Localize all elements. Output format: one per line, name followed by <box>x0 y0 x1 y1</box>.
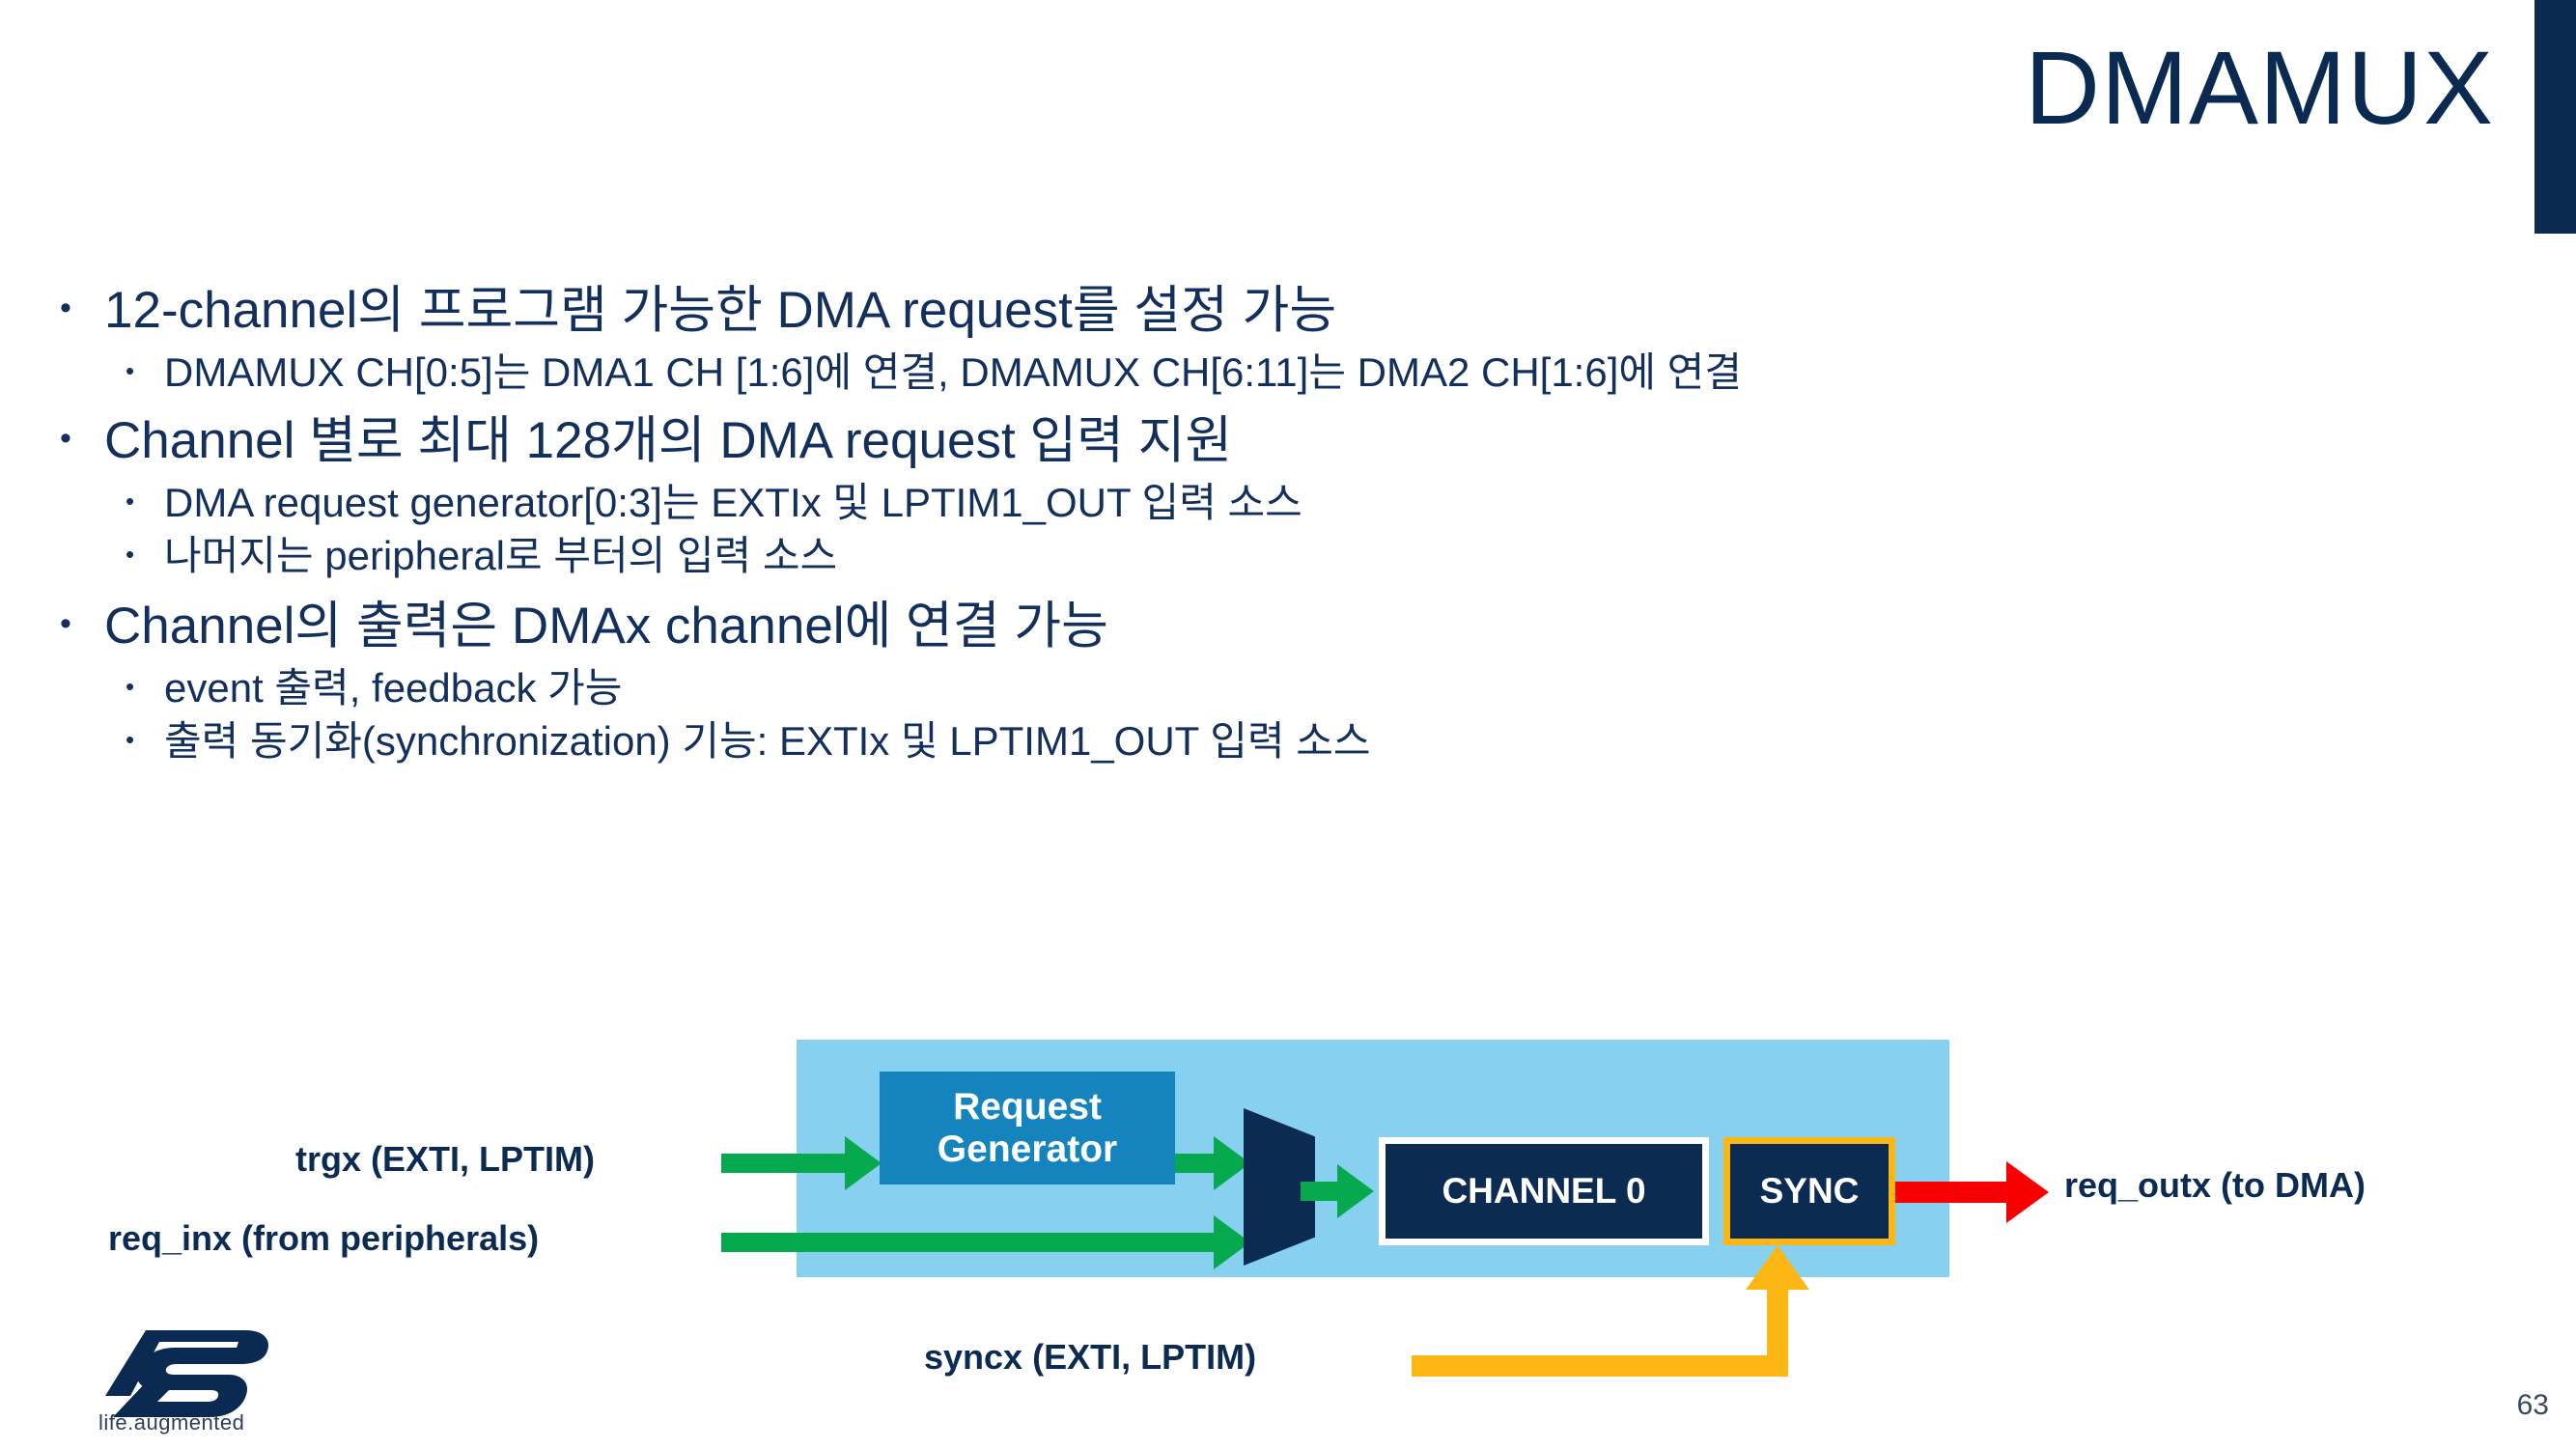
bullet-marker: • <box>126 486 135 516</box>
sync-block: SYNC <box>1723 1137 1895 1245</box>
bullet-marker: • <box>126 671 135 701</box>
bullet-text: DMAMUX CH[0:5]는 DMA1 CH [1:6]에 연결, DMAMU… <box>164 348 1742 395</box>
syncx-arrow-head-icon <box>1746 1245 1809 1290</box>
channel-block: CHANNEL 0 <box>1379 1137 1709 1245</box>
st-logo-icon <box>105 1330 269 1417</box>
bullet-item: • 12-channel의 프로그램 가능한 DMA request를 설정 가… <box>60 280 2474 343</box>
bullet-marker: • <box>60 290 71 326</box>
mux-to-channel-arrow-line <box>1301 1182 1339 1201</box>
syncx-arrow-horizontal <box>1412 1355 1788 1377</box>
bullet-text: Channel의 출력은 DMAx channel에 연결 가능 <box>104 598 1108 655</box>
bullet-text: 12-channel의 프로그램 가능한 DMA request를 설정 가능 <box>104 282 1337 339</box>
bullet-text: Channel 별로 최대 128개의 DMA request 입력 지원 <box>104 411 1233 469</box>
page-number: 63 <box>2516 1389 2549 1421</box>
req-inx-label: req_inx (from peripherals) <box>108 1218 540 1258</box>
bullet-item: • 출력 동기화(synchronization) 기능: EXTIx 및 LP… <box>126 716 2474 766</box>
req-outx-arrow-line <box>1895 1182 2009 1203</box>
st-tagline: life.augmented <box>98 1410 245 1435</box>
bullet-content: • 12-channel의 프로그램 가능한 DMA request를 설정 가… <box>60 280 2474 769</box>
bullet-item: • 나머지는 peripheral로 부터의 입력 소스 <box>126 531 2474 580</box>
trgx-arrow-line <box>721 1154 847 1173</box>
mux-to-channel-arrow-head-icon <box>1337 1164 1374 1218</box>
bullet-marker: • <box>60 419 71 457</box>
bullet-item: • Channel의 출력은 DMAx channel에 연결 가능 <box>60 596 2474 658</box>
bullet-text: event 출력, feedback 가능 <box>164 664 623 711</box>
req-inx-arrow-line <box>721 1233 1216 1252</box>
bullet-item: • event 출력, feedback 가능 <box>126 663 2474 712</box>
page-title: DMAMUX <box>2025 29 2494 146</box>
bullet-marker: • <box>126 724 135 754</box>
request-generator-block: Request Generator <box>880 1072 1175 1184</box>
request-generator-label-line1: Request <box>953 1085 1102 1128</box>
bullet-text: DMA request generator[0:3]는 EXTIx 및 LPTI… <box>164 479 1302 525</box>
channel-label: CHANNEL 0 <box>1442 1171 1646 1211</box>
bullet-item: • Channel 별로 최대 128개의 DMA request 입력 지원 <box>60 410 2474 473</box>
request-generator-label-line2: Generator <box>937 1128 1118 1170</box>
reqgen-to-mux-arrow-line <box>1175 1154 1216 1173</box>
bullet-item: • DMA request generator[0:3]는 EXTIx 및 LP… <box>126 478 2474 527</box>
bullet-marker: • <box>60 605 71 643</box>
syncx-label: syncx (EXTI, LPTIM) <box>924 1337 1257 1377</box>
bullet-text: 출력 동기화(synchronization) 기능: EXTIx 및 LPTI… <box>164 717 1371 764</box>
syncx-arrow-vertical <box>1767 1288 1788 1377</box>
bullet-marker: • <box>126 539 135 569</box>
sync-label: SYNC <box>1759 1171 1860 1211</box>
req-outx-arrow-head-icon <box>2006 1161 2049 1223</box>
trgx-arrow-head-icon <box>845 1136 882 1190</box>
trgx-label: trgx (EXTI, LPTIM) <box>295 1139 595 1179</box>
bullet-item: • DMAMUX CH[0:5]는 DMA1 CH [1:6]에 연결, DMA… <box>126 348 2474 397</box>
req-outx-label: req_outx (to DMA) <box>2064 1165 2366 1205</box>
dmamux-block-diagram: Request Generator CHANNEL 0 SYNC trgx (E… <box>0 1004 2576 1409</box>
bullet-text: 나머지는 peripheral로 부터의 입력 소스 <box>164 532 838 578</box>
header-accent-bar <box>2534 0 2576 234</box>
bullet-marker: • <box>126 355 135 385</box>
